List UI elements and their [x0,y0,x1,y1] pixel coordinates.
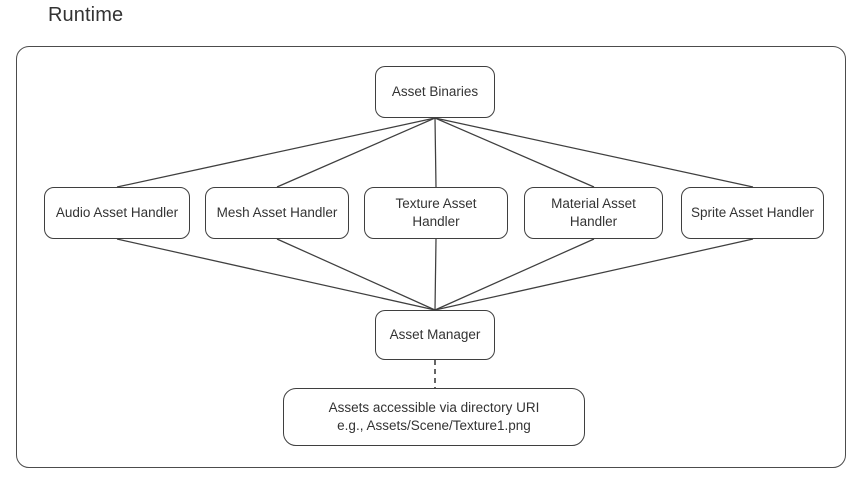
node-mesh-asset-handler[interactable]: Mesh Asset Handler [205,187,349,239]
node-texture-asset-handler-label: Texture Asset Handler [395,195,477,229]
node-material-asset-handler[interactable]: Material Asset Handler [524,187,663,239]
node-sprite-asset-handler-label: Sprite Asset Handler [690,204,815,220]
node-texture-asset-handler[interactable]: Texture Asset Handler [364,187,508,239]
node-asset-binaries[interactable]: Asset Binaries [375,66,495,118]
node-asset-binaries-label: Asset Binaries [391,83,479,99]
node-asset-manager[interactable]: Asset Manager [375,310,495,360]
node-audio-asset-handler[interactable]: Audio Asset Handler [44,187,190,239]
node-mesh-asset-handler-label: Mesh Asset Handler [216,204,338,220]
node-sprite-asset-handler[interactable]: Sprite Asset Handler [681,187,824,239]
node-audio-asset-handler-label: Audio Asset Handler [55,204,179,220]
node-asset-manager-label: Asset Manager [389,326,481,342]
node-material-asset-handler-label: Material Asset Handler [551,195,636,229]
node-uri-note[interactable]: Assets accessible via directory URI e.g.… [283,388,585,446]
diagram-title: Runtime [48,4,124,26]
node-uri-note-label: Assets accessible via directory URI e.g.… [328,399,540,433]
runtime-group-frame [16,46,846,468]
